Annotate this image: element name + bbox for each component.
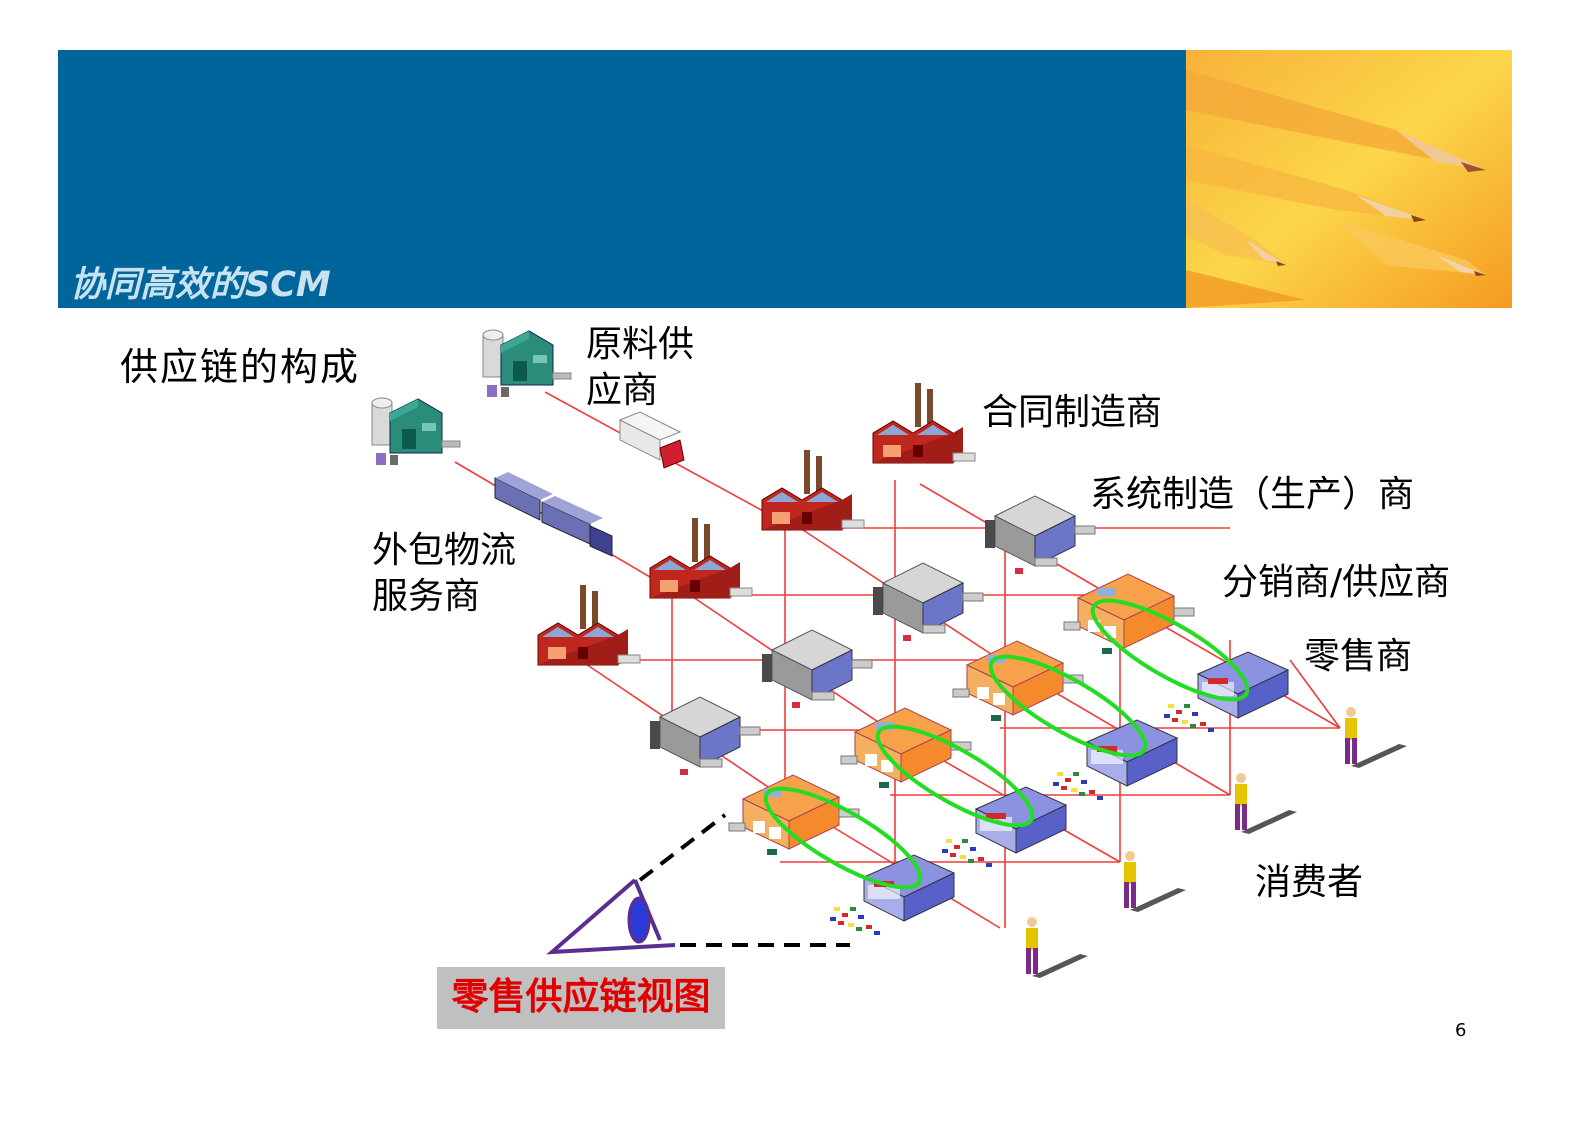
truck-icon — [618, 411, 685, 469]
label-raw-material-supplier-line2: 应商 — [586, 370, 659, 411]
factory-4 — [537, 584, 641, 666]
label-logistics-provider-line1: 外包物流 — [372, 530, 517, 571]
consumer-person-3 — [1124, 851, 1186, 912]
system-manufacturer-1 — [984, 495, 1096, 575]
eye-viewpoint-icon — [546, 813, 850, 955]
page-number: 6 — [1455, 1020, 1467, 1041]
header-band — [58, 50, 1186, 308]
consumer-person-4 — [1026, 917, 1088, 978]
header-pencil-art — [1186, 50, 1512, 308]
retail-supply-chain-view-label: 零售供应链视图 — [437, 967, 725, 1029]
label-consumer: 消费者 — [1255, 862, 1364, 903]
retailer-3 — [941, 786, 1067, 868]
system-manufacturer-2 — [872, 562, 984, 642]
label-logistics-provider-line2: 服务商 — [372, 576, 481, 617]
factory-1 — [872, 382, 976, 464]
consumer-person-1 — [1345, 707, 1407, 768]
train-icon — [494, 472, 613, 557]
system-manufacturer-4 — [649, 696, 761, 776]
label-system-manufacturer: 系统制造（生产）商 — [1090, 474, 1415, 515]
slide-title: 供应链的构成 — [120, 345, 361, 389]
label-distributor: 分销商/供应商 — [1222, 562, 1451, 603]
label-raw-material-supplier-line1: 原料供 — [586, 324, 695, 365]
distributor-2 — [952, 640, 1084, 722]
raw-supplier-warehouse-1 — [482, 329, 572, 398]
retailer-1 — [1163, 651, 1289, 733]
raw-supplier-warehouse-2 — [371, 397, 461, 466]
distributor-1 — [1063, 573, 1195, 655]
label-retailer: 零售商 — [1304, 636, 1413, 677]
consumer-person-2 — [1235, 773, 1297, 834]
retailer-4 — [829, 854, 955, 936]
system-manufacturer-3 — [761, 629, 873, 709]
header-title: 协同高效的SCM — [70, 265, 331, 305]
label-logistics-provider: 外包物流 服务商 — [372, 528, 516, 620]
distributor-4 — [728, 774, 860, 856]
factory-3 — [649, 517, 753, 599]
label-raw-material-supplier: 原料供 应商 — [586, 322, 694, 414]
label-contract-manufacturer: 合同制造商 — [982, 392, 1163, 433]
retail-highlight-ellipses — [763, 598, 1250, 890]
retailer-2 — [1052, 719, 1178, 801]
factory-2 — [761, 449, 865, 531]
